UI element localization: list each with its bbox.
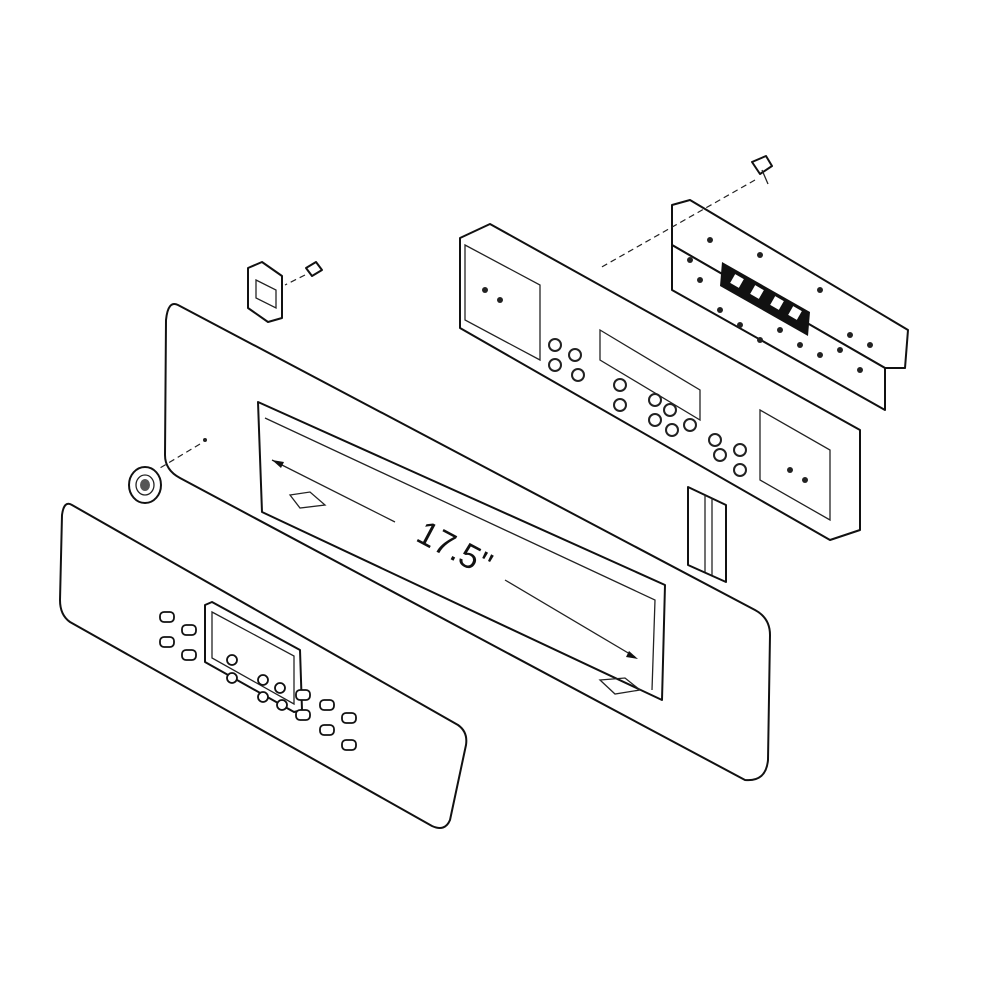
bracket [247, 261, 323, 323]
control-board [671, 199, 909, 411]
touch-panel-overlay [59, 502, 468, 829]
overlay-keypad [159, 611, 357, 751]
spacer-plate [687, 486, 727, 583]
control-housing [459, 223, 861, 541]
housing-sockets [548, 338, 747, 477]
screw [599, 155, 773, 269]
knob-grommet [128, 466, 162, 504]
faceplate-frame [159, 303, 771, 782]
board-components [687, 237, 873, 373]
